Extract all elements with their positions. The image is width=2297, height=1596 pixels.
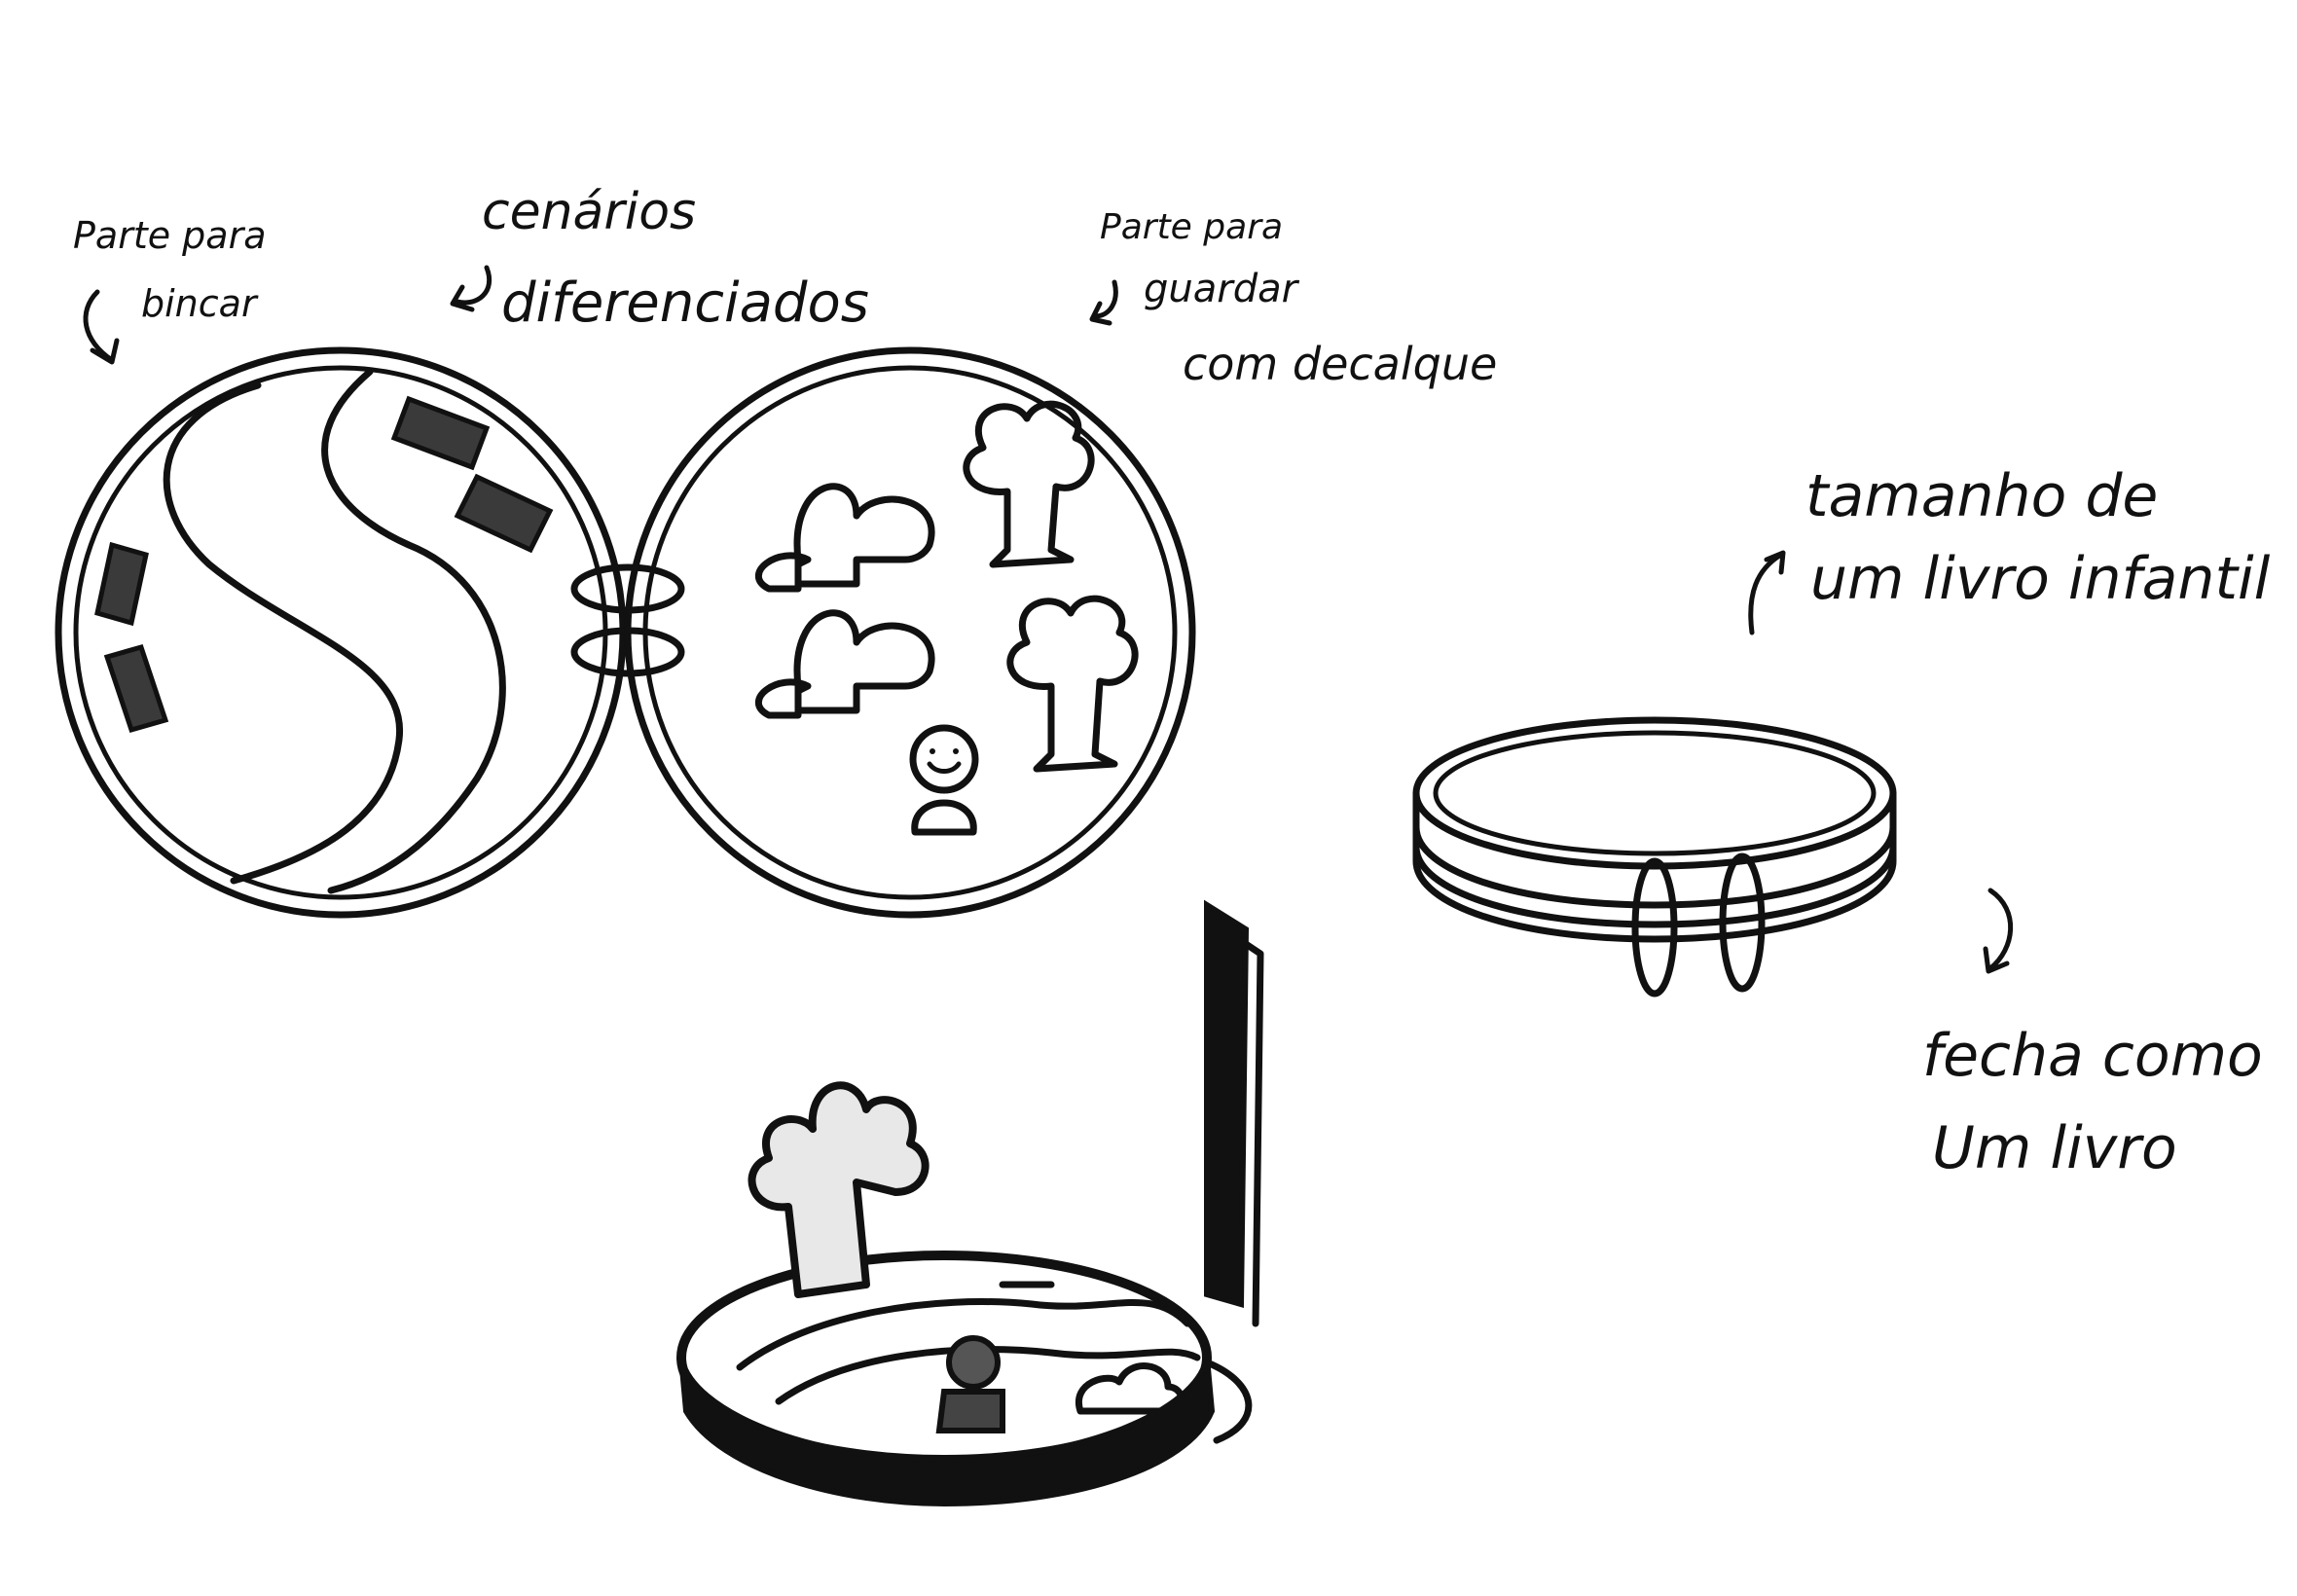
label-play-part-line2: bincar bbox=[141, 282, 259, 325]
bush-sticker bbox=[754, 609, 935, 719]
label-book-size-line1: tamanho de bbox=[1805, 462, 2158, 530]
annotation-book-size: tamanho de um livro infantil bbox=[1748, 462, 2271, 635]
label-store-part-line1: Parte para bbox=[1100, 207, 1283, 247]
label-book-size-line2: um livro infantil bbox=[1810, 545, 2271, 613]
annotation-closes-like: fecha como Um livro bbox=[1922, 888, 2263, 1182]
label-closes-like-line1: fecha como bbox=[1922, 1022, 2263, 1090]
open-case-3d-icon bbox=[676, 899, 1264, 1507]
bush-sticker bbox=[754, 483, 935, 593]
label-scenarios-line1: cenários bbox=[482, 183, 696, 241]
arrow-icon bbox=[1089, 279, 1118, 326]
label-play-part-line1: Parte para bbox=[73, 214, 267, 257]
annotation-scenarios: cenários diferenciados bbox=[450, 183, 869, 335]
arrow-icon bbox=[1983, 888, 2014, 974]
annotation-play-part: Parte para bincar bbox=[73, 214, 267, 365]
play-board-icon bbox=[55, 346, 627, 919]
label-closes-like-line2: Um livro bbox=[1932, 1114, 2177, 1182]
dark-tile bbox=[94, 541, 149, 627]
character-sticker bbox=[909, 724, 979, 836]
dark-tile bbox=[454, 473, 554, 554]
tree-sticker bbox=[963, 400, 1095, 568]
arrow-icon bbox=[1748, 550, 1786, 635]
label-store-part-line2: guardar bbox=[1144, 267, 1300, 311]
label-store-part-line3: com decalque bbox=[1183, 338, 1497, 390]
label-scenarios-line2: diferenciados bbox=[501, 272, 869, 335]
arrow-icon bbox=[83, 289, 120, 365]
dark-tile bbox=[390, 395, 491, 471]
sticker-storage-icon bbox=[624, 346, 1196, 919]
closed-case-icon bbox=[1412, 716, 1897, 998]
annotation-store-part: Parte para guardar com decalque bbox=[1089, 207, 1497, 390]
dark-tile bbox=[103, 643, 169, 734]
arrow-icon bbox=[450, 265, 492, 312]
tree-sticker bbox=[1006, 595, 1139, 773]
